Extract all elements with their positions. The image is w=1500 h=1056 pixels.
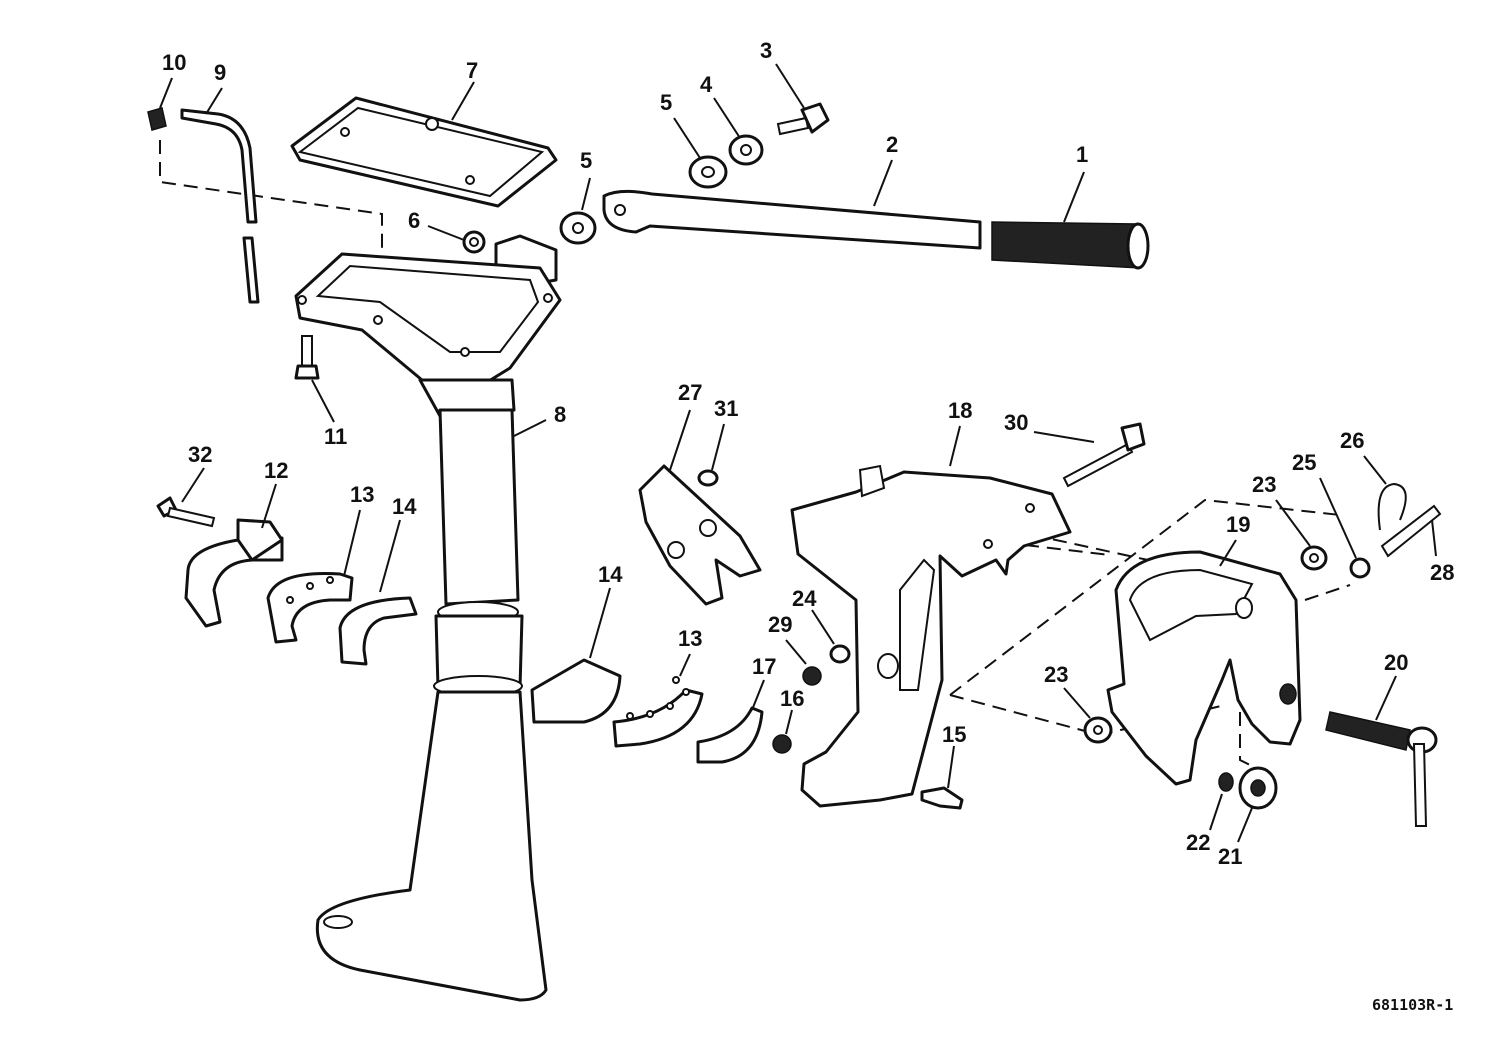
part-5-washer-2	[559, 211, 597, 245]
part-9-tube	[180, 108, 260, 304]
part-12-clamp	[184, 518, 284, 628]
part-19-clamp-bracket	[1106, 550, 1302, 786]
callout-15: 15	[942, 722, 966, 747]
callout-24: 24	[792, 586, 817, 611]
callout-26: 26	[1340, 428, 1364, 453]
callout-13b: 13	[678, 626, 702, 651]
callout-25: 25	[1292, 450, 1316, 475]
callout-22: 22	[1186, 830, 1210, 855]
callout-21: 21	[1218, 844, 1242, 869]
callout-2: 2	[886, 132, 898, 157]
part-22-nut	[1218, 772, 1234, 792]
part-7-gasket	[290, 96, 558, 208]
part-4-washer	[728, 134, 764, 166]
callout-32: 32	[188, 442, 212, 467]
callout-9: 9	[214, 60, 226, 85]
part-8-housing	[294, 252, 562, 1002]
part-11-screw	[294, 335, 320, 380]
callout-28: 28	[1430, 560, 1454, 585]
part-14-bushing-2	[530, 658, 622, 724]
callout-4: 4	[700, 72, 713, 97]
part-14-bushing	[338, 596, 418, 666]
callout-8: 8	[554, 402, 566, 427]
part-30-bolt	[1062, 422, 1146, 488]
callout-19: 19	[1226, 512, 1250, 537]
callout-14: 14	[392, 494, 417, 519]
callout-16: 16	[780, 686, 804, 711]
part-23-washer-2	[1083, 716, 1113, 744]
part-24-washer	[829, 644, 851, 664]
part-26-clip	[1377, 482, 1407, 531]
callout-23b: 23	[1044, 662, 1068, 687]
part-16-nut	[772, 734, 792, 754]
part-1-grip	[991, 221, 1150, 270]
part-29-nut	[802, 666, 822, 686]
part-15-screw	[920, 786, 964, 810]
callout-18: 18	[948, 398, 972, 423]
leader-lines	[159, 63, 1437, 843]
callout-23: 23	[1252, 472, 1276, 497]
callout-31: 31	[714, 396, 738, 421]
part-3-bolt	[776, 102, 830, 136]
callout-29: 29	[768, 612, 792, 637]
callout-17: 17	[752, 654, 776, 679]
part-23-washer	[1300, 545, 1328, 571]
part-5-washer	[688, 155, 728, 189]
part-13-bushing	[266, 572, 354, 644]
part-25-washer	[1349, 557, 1371, 579]
callout-30: 30	[1004, 410, 1028, 435]
callout-3: 3	[760, 38, 772, 63]
drawing-id: 681103R-1	[1372, 996, 1453, 1014]
callout-6: 6	[408, 208, 420, 233]
callout-7: 7	[466, 58, 478, 83]
part-21-pad	[1238, 766, 1278, 810]
callout-14b: 14	[598, 562, 623, 587]
part-17-bushing	[696, 706, 764, 764]
callout-10: 10	[162, 50, 186, 75]
part-28-stud	[1380, 504, 1442, 558]
part-27-bracket	[638, 464, 762, 606]
callout-12: 12	[264, 458, 288, 483]
callout-11: 11	[324, 424, 347, 449]
part-32-screw	[156, 496, 216, 528]
part-20-clamp-screw	[1325, 711, 1438, 827]
part-10-cap	[147, 107, 167, 131]
part-13-bushing-2	[612, 676, 704, 748]
callout-27: 27	[678, 380, 702, 405]
callout-labels: 10 9 7 3 4 5 5 2 1 6 11 8 32 12 13 14 27…	[162, 38, 1454, 869]
callout-5b: 5	[580, 148, 592, 173]
part-2-tiller-arm	[602, 189, 982, 250]
part-18-swivel-bracket	[790, 464, 1072, 808]
callout-20: 20	[1384, 650, 1408, 675]
part-31-pin	[697, 469, 719, 487]
callout-5: 5	[660, 90, 672, 115]
callout-13: 13	[350, 482, 374, 507]
callout-1: 1	[1076, 142, 1088, 167]
